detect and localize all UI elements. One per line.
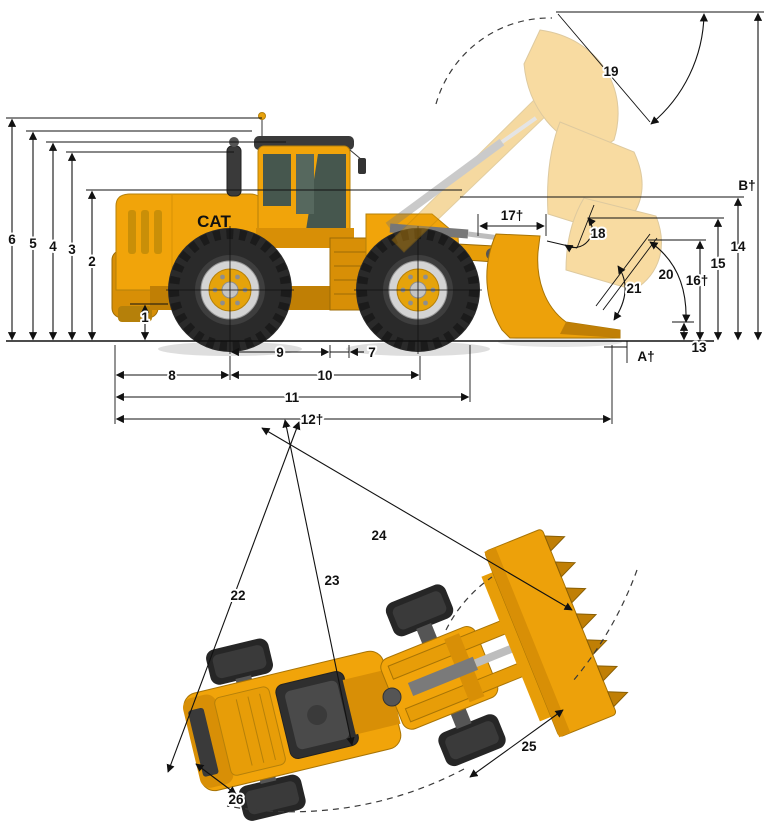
bucket-path-arc	[435, 17, 553, 105]
dim-label-19: 19	[603, 64, 618, 79]
dim-label-12: 12†	[301, 412, 324, 427]
bucket-tooth	[586, 639, 608, 656]
clearance-arc	[226, 768, 465, 813]
dim-label-3: 3	[68, 242, 76, 257]
dim-label-B: B†	[738, 178, 755, 193]
ghost-cylinder-rod	[500, 116, 538, 144]
dim-label-6: 6	[8, 232, 16, 247]
shadow	[498, 337, 622, 347]
mirror	[358, 158, 366, 174]
windshield	[306, 154, 346, 230]
top-front-section	[380, 529, 629, 767]
bucket-tooth	[575, 613, 598, 630]
dim-label-20: 20	[658, 267, 673, 282]
hitch-plate	[342, 669, 401, 735]
tilt-cylinder-top	[407, 656, 479, 696]
top-dimension-labels: 22 23 24 25 26	[226, 526, 539, 809]
hood-vent	[128, 210, 136, 254]
cat-logo: CAT	[197, 212, 231, 231]
dim-label-21: 21	[626, 281, 642, 296]
dim-label-17: 17†	[501, 208, 524, 223]
dim-label-1: 1	[141, 310, 149, 325]
dim-label-5: 5	[29, 236, 37, 251]
rear-window	[263, 154, 291, 206]
dim-label-11: 11	[285, 390, 300, 405]
tire-tread	[245, 781, 300, 815]
dim-label-16: 16†	[686, 273, 709, 288]
dim-label-18: 18	[590, 226, 606, 241]
dim-label-10: 10	[317, 368, 332, 383]
side-dimension-lines	[6, 11, 764, 424]
dim-label-24: 24	[371, 528, 387, 543]
clearance-arc	[572, 569, 638, 682]
ghost-cylinder	[385, 138, 505, 230]
top-view: 22 23 24 25 26	[166, 419, 638, 821]
ghost-raised-linkage	[385, 29, 662, 291]
ghost-bucket-dump	[547, 121, 643, 235]
side-view: CAT	[6, 11, 764, 429]
dim-label-14: 14	[730, 239, 746, 254]
exhaust-stack	[226, 145, 242, 197]
bucket-tooth	[607, 691, 629, 708]
hood-vent	[141, 210, 149, 254]
ghost-lift-arm	[391, 97, 553, 253]
top-dimension-lines	[166, 419, 573, 795]
hood-vent	[154, 210, 162, 254]
cylinder-rod-top	[473, 644, 515, 667]
dim-label-A: A†	[637, 349, 654, 364]
side-view-machine: CAT	[111, 112, 621, 354]
dim-label-23: 23	[324, 573, 340, 588]
dim-label-7: 7	[368, 345, 376, 360]
dim-label-2: 2	[88, 254, 96, 269]
top-rear-section	[183, 638, 402, 821]
bucket-tooth	[596, 665, 619, 682]
dim-label-25: 25	[521, 739, 537, 754]
dim-label-9: 9	[276, 345, 284, 360]
dim-label-13: 13	[691, 340, 707, 355]
dim-label-15: 15	[710, 256, 726, 271]
cutting-edge	[560, 322, 620, 338]
door-window	[296, 154, 314, 214]
articulation-pivot	[382, 687, 402, 707]
dim-label-8: 8	[168, 368, 176, 383]
ghost-bucket-raised	[523, 29, 619, 153]
dim-label-26: 26	[228, 792, 244, 807]
ghost-bucket-mid	[565, 197, 662, 291]
dim-label-4: 4	[49, 239, 57, 254]
dim-label-22: 22	[230, 588, 245, 603]
